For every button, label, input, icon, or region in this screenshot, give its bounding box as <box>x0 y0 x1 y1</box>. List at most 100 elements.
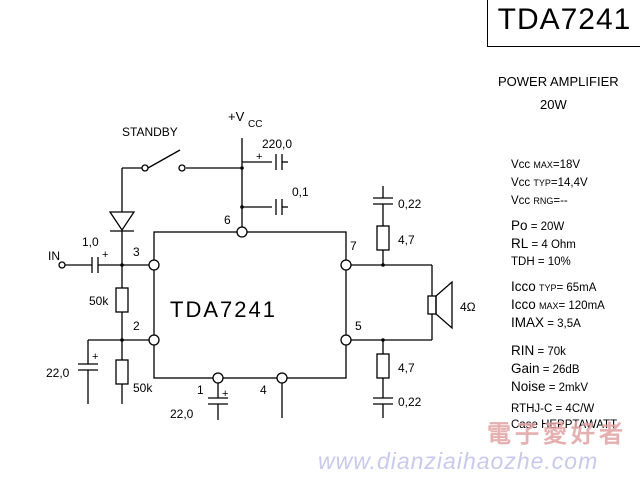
spec-vcc-max: Vcc MAX=18V <box>511 159 580 171</box>
pin-2-circle <box>148 334 160 346</box>
spec-sub: TYP <box>538 283 557 293</box>
spec-symbol: RIN <box>511 343 535 358</box>
pin-5-circle <box>340 334 352 346</box>
spec-icco-typ: Icco TYP= 65mA <box>511 279 596 294</box>
spec-icco-max: Icco MAX= 120mA <box>511 297 605 312</box>
title-box: TDA7241 <box>487 0 640 47</box>
spec-vcc-typ: Vcc TYP=14,4V <box>511 177 588 189</box>
heading-line2: 20W <box>540 97 567 112</box>
pin-6-circle <box>236 226 248 238</box>
spec-symbol: RL <box>511 236 529 251</box>
cap-vcc-small-value: 0,1 <box>292 185 309 199</box>
cap-left-value: 22,0 <box>46 366 70 380</box>
spec-symbol: Vcc <box>511 195 531 207</box>
spec-value: = 10% <box>537 256 571 268</box>
spec-vcc-rng: Vcc RNG=-- <box>511 195 568 207</box>
speaker-icon <box>427 280 453 330</box>
spec-sub: TYP <box>533 178 551 188</box>
spec-value: =-- <box>553 195 568 207</box>
spec-noise: Noise = 2mkV <box>511 379 588 394</box>
spec-value: =14,4V <box>550 177 588 189</box>
vcc-rail <box>240 138 288 232</box>
spec-value: = 2mkV <box>548 382 589 394</box>
heading-line1: POWER AMPLIFIER <box>498 74 619 89</box>
spec-imax: IMAX = 3,5A <box>511 315 581 330</box>
spec-po: Po = 20W <box>511 218 564 233</box>
pin-4-circle <box>276 372 288 384</box>
spec-sub: MAX <box>533 160 553 170</box>
spec-symbol: Po <box>511 218 528 233</box>
ic-body <box>153 231 347 379</box>
pin-1-label: 1 <box>197 383 204 397</box>
cap-bottom-plus: + <box>222 388 228 400</box>
pin-7-circle <box>340 259 352 271</box>
spec-value: = 26dB <box>542 364 580 376</box>
pin-5-label: 5 <box>355 319 362 333</box>
watermark-url: www.dianziaihaozhe.com <box>318 448 599 474</box>
standby-label: STANDBY <box>122 125 178 139</box>
resistor-bottom-right-value: 4,7 <box>398 361 415 375</box>
standby-switch <box>121 149 242 212</box>
spec-symbol: TDH <box>511 256 535 268</box>
spec-rin: RIN = 70k <box>511 343 566 358</box>
resistor-4-7-bottom <box>376 353 390 379</box>
spec-value: = 65mA <box>556 282 597 294</box>
ic-label: TDA7241 <box>170 297 277 322</box>
spec-symbol: Case <box>511 419 538 431</box>
cap-bottom-right-value: 0,22 <box>398 395 422 409</box>
resistor-50k-upper <box>115 287 129 313</box>
pin-4-label: 4 <box>260 383 267 397</box>
vcc-subscript: CC <box>248 119 262 130</box>
part-number-title: TDA7241 <box>497 3 632 36</box>
spec-value: =18V <box>552 159 581 171</box>
cap-input-value: 1,0 <box>82 235 99 249</box>
cap-left-plus: + <box>92 351 98 363</box>
spec-symbol: IMAX <box>511 315 545 330</box>
spec-rthj: RTHJ-C = 4C/W <box>511 403 594 415</box>
output-network <box>350 186 433 418</box>
spec-symbol: Vcc <box>511 177 531 189</box>
spec-value: = 4C/W <box>555 403 595 415</box>
spec-value: = 3,5A <box>547 318 581 330</box>
cap-vcc-big-value: 220,0 <box>262 137 292 151</box>
pin2-net <box>78 339 150 404</box>
cap-bottom-value: 22,0 <box>170 407 194 421</box>
spec-value: = 4 Ohm <box>531 239 576 251</box>
spec-gain: Gain = 26dB <box>511 361 580 376</box>
cap-top-right-value: 0,22 <box>398 197 422 211</box>
pin-7-label: 7 <box>350 239 357 253</box>
speaker-impedance: 4Ω <box>460 300 476 314</box>
spec-symbol: Gain <box>511 361 540 376</box>
pin-3-label: 3 <box>133 245 140 259</box>
resistor-upper-value: 50k <box>89 294 109 308</box>
spec-tdh: TDH = 10% <box>511 256 571 268</box>
spec-symbol: Icco <box>511 297 536 312</box>
pin-1-circle <box>212 372 224 384</box>
spec-rl: RL = 4 Ohm <box>511 236 576 251</box>
diode <box>108 211 136 288</box>
watermark-chinese: 電子愛好者 <box>487 419 627 448</box>
spec-symbol: Icco <box>511 279 536 294</box>
spec-sub: MAX <box>538 301 559 311</box>
pin-3-circle <box>148 259 160 271</box>
resistor-4-7-top <box>376 225 390 251</box>
spec-value: = 70k <box>537 346 566 358</box>
spec-value: HEPPTAWATT <box>541 419 618 431</box>
bottom-net <box>208 378 283 420</box>
spec-symbol: Noise <box>511 379 546 394</box>
cap-vcc-big-plus: + <box>256 151 262 163</box>
spec-value: = 120mA <box>558 300 605 312</box>
input-network <box>58 257 150 273</box>
resistor-50k-lower <box>115 359 129 385</box>
vcc-label: +V <box>228 109 245 124</box>
spec-sub: RNG <box>533 196 554 206</box>
cap-input-plus: + <box>102 249 108 261</box>
pin-2-label: 2 <box>133 319 140 333</box>
resistor-top-right-value: 4,7 <box>398 233 415 247</box>
spec-symbol: Vcc <box>511 159 531 171</box>
spec-value: = 20W <box>530 221 565 233</box>
spec-case: Case HEPPTAWATT <box>511 419 617 431</box>
resistor-lower-value: 50k <box>133 381 153 395</box>
pin-6-label: 6 <box>224 213 231 227</box>
